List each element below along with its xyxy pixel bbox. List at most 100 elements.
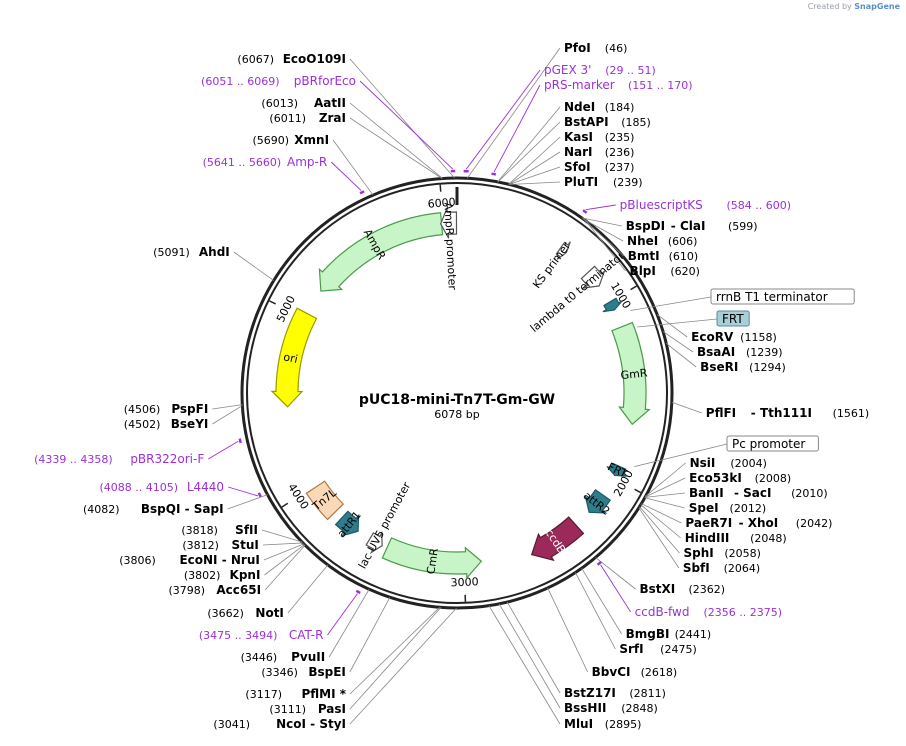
site-pflmi: PflMI *(3117) xyxy=(245,687,346,701)
primer-leader xyxy=(208,440,239,460)
site-name: BspQI - SapI xyxy=(141,502,224,516)
site-name: MluI xyxy=(564,717,593,731)
site-leader xyxy=(547,587,589,673)
backbone-inner xyxy=(246,182,668,604)
site-name: BseRI xyxy=(700,360,738,374)
primer-range: (5641 .. 5660) xyxy=(203,156,282,169)
site-bsaai: BsaAI (1239) xyxy=(697,345,783,359)
site-name: PaeR7I xyxy=(685,516,732,530)
site-ndei: NdeI(184) xyxy=(564,100,634,114)
site-position: (3041) xyxy=(213,718,250,731)
site-leader xyxy=(639,506,680,554)
site-position: (4506) xyxy=(124,403,161,416)
site-position: (3111) xyxy=(269,703,306,716)
site-eco53ki: Eco53kI(2008) xyxy=(689,471,791,485)
feature-box-rrnb-t1-terminator xyxy=(710,288,855,305)
primer-leader xyxy=(600,564,632,613)
site-zrai: ZraI(6011) xyxy=(269,111,346,125)
site-leader xyxy=(332,139,374,196)
site-position: (3662) xyxy=(207,607,244,620)
site-position: (3802) xyxy=(184,569,221,582)
site-bstxi: BstXI(2362) xyxy=(639,582,725,596)
site-position: (3818) xyxy=(181,524,218,537)
site-name: NdeI xyxy=(564,100,595,114)
site-name-alt: - ClaI xyxy=(671,219,706,233)
site-aatii: AatII(6013) xyxy=(261,96,346,110)
site-leader xyxy=(595,557,636,590)
site-leader xyxy=(212,405,243,425)
site-position: (620) xyxy=(670,265,700,278)
site-sphi: SphI(2058) xyxy=(684,546,761,560)
primer-range: (584 .. 600) xyxy=(726,199,791,212)
feature-frt-1 xyxy=(602,297,623,313)
site-position: (1239) xyxy=(746,346,783,359)
site-position: (237) xyxy=(605,161,635,174)
tick-label: 3000 xyxy=(450,575,479,589)
primer-arc-prs-marker xyxy=(491,172,497,176)
site-bseri: BseRI(1294) xyxy=(700,360,786,374)
tick-label: 4000 xyxy=(285,481,311,512)
feature-gmr xyxy=(611,321,651,426)
site-name: BlpI xyxy=(630,264,656,278)
site-position: (3812) xyxy=(182,539,219,552)
site-leader xyxy=(645,462,686,497)
site-position: (2441) xyxy=(675,628,712,641)
site-name: BbvCI xyxy=(592,665,631,679)
site-position: (6013) xyxy=(261,97,298,110)
primer-leader xyxy=(465,69,541,170)
plasmid-name: pUC18-mini-Tn7T-Gm-GW xyxy=(359,392,555,408)
primer-range: (4339 .. 4358) xyxy=(34,453,113,466)
feature-ori xyxy=(270,307,318,408)
site-bsshii: BssHII(2848) xyxy=(564,701,658,715)
feature-box-label: Pc promoter xyxy=(732,437,805,451)
site-name: NheI xyxy=(627,234,658,248)
feature-ampr-promoter xyxy=(440,208,458,239)
tick-mark xyxy=(439,184,442,192)
site-name: Acc65I xyxy=(216,583,261,597)
primer-arc-ccdb-fwd xyxy=(596,560,602,566)
site-name: AhdI xyxy=(199,245,230,259)
site-econi-nrui: EcoNI - NruI(3806) xyxy=(119,553,260,567)
site-name: BseYI xyxy=(171,417,209,431)
site-leader xyxy=(638,507,680,569)
site-position: (2064) xyxy=(724,562,761,575)
feature-label-gmr: GmR xyxy=(620,366,648,382)
site-name: NotI xyxy=(255,606,284,620)
site-position: (4502) xyxy=(124,418,161,431)
site-name: BspEI xyxy=(308,665,346,679)
site-pasi: PasI(3111) xyxy=(269,702,346,716)
site-name-alt: - SacI xyxy=(734,486,771,500)
site-leader xyxy=(583,219,625,257)
site-name: BmtI xyxy=(628,249,660,263)
site-position: (2618) xyxy=(641,666,678,679)
feature-label-cmr: CmR xyxy=(424,547,441,575)
site-leader xyxy=(671,401,702,414)
site-name: KpnI xyxy=(230,568,261,582)
site-name: SbfI xyxy=(683,561,710,575)
feature-label-ori: ori xyxy=(282,350,299,366)
site-position: (606) xyxy=(668,235,698,248)
site-name: NcoI - StyI xyxy=(276,717,346,731)
site-bmgbi: BmgBI (2441) xyxy=(626,627,712,641)
site-ecorv: EcoRV(1158) xyxy=(691,330,777,344)
site-leader xyxy=(508,151,561,185)
primer-range: (3475 .. 3494) xyxy=(199,629,278,642)
site-leader xyxy=(264,544,306,591)
site-stui: StuI(3812) xyxy=(182,538,259,552)
site-name: BmgBI xyxy=(626,627,670,641)
primer-name: L4440 xyxy=(187,480,224,494)
site-name: PflFI xyxy=(706,406,736,420)
primer-arc-pbr322ori-f xyxy=(238,438,242,444)
site-position: (2048) xyxy=(750,532,787,545)
site-position: (3117) xyxy=(245,688,282,701)
site-leader xyxy=(349,58,455,179)
site-name: SrfI xyxy=(619,642,643,656)
site-name: PvuII xyxy=(291,650,325,664)
site-leader xyxy=(212,404,243,410)
site-name: BsaAI xyxy=(697,345,735,359)
site-position: (5091) xyxy=(153,246,190,259)
site-name: BstZ17I xyxy=(564,686,616,700)
tick-mark xyxy=(269,300,277,305)
site-leader xyxy=(497,106,561,183)
site-blpi: BlpI (620) xyxy=(630,264,700,278)
